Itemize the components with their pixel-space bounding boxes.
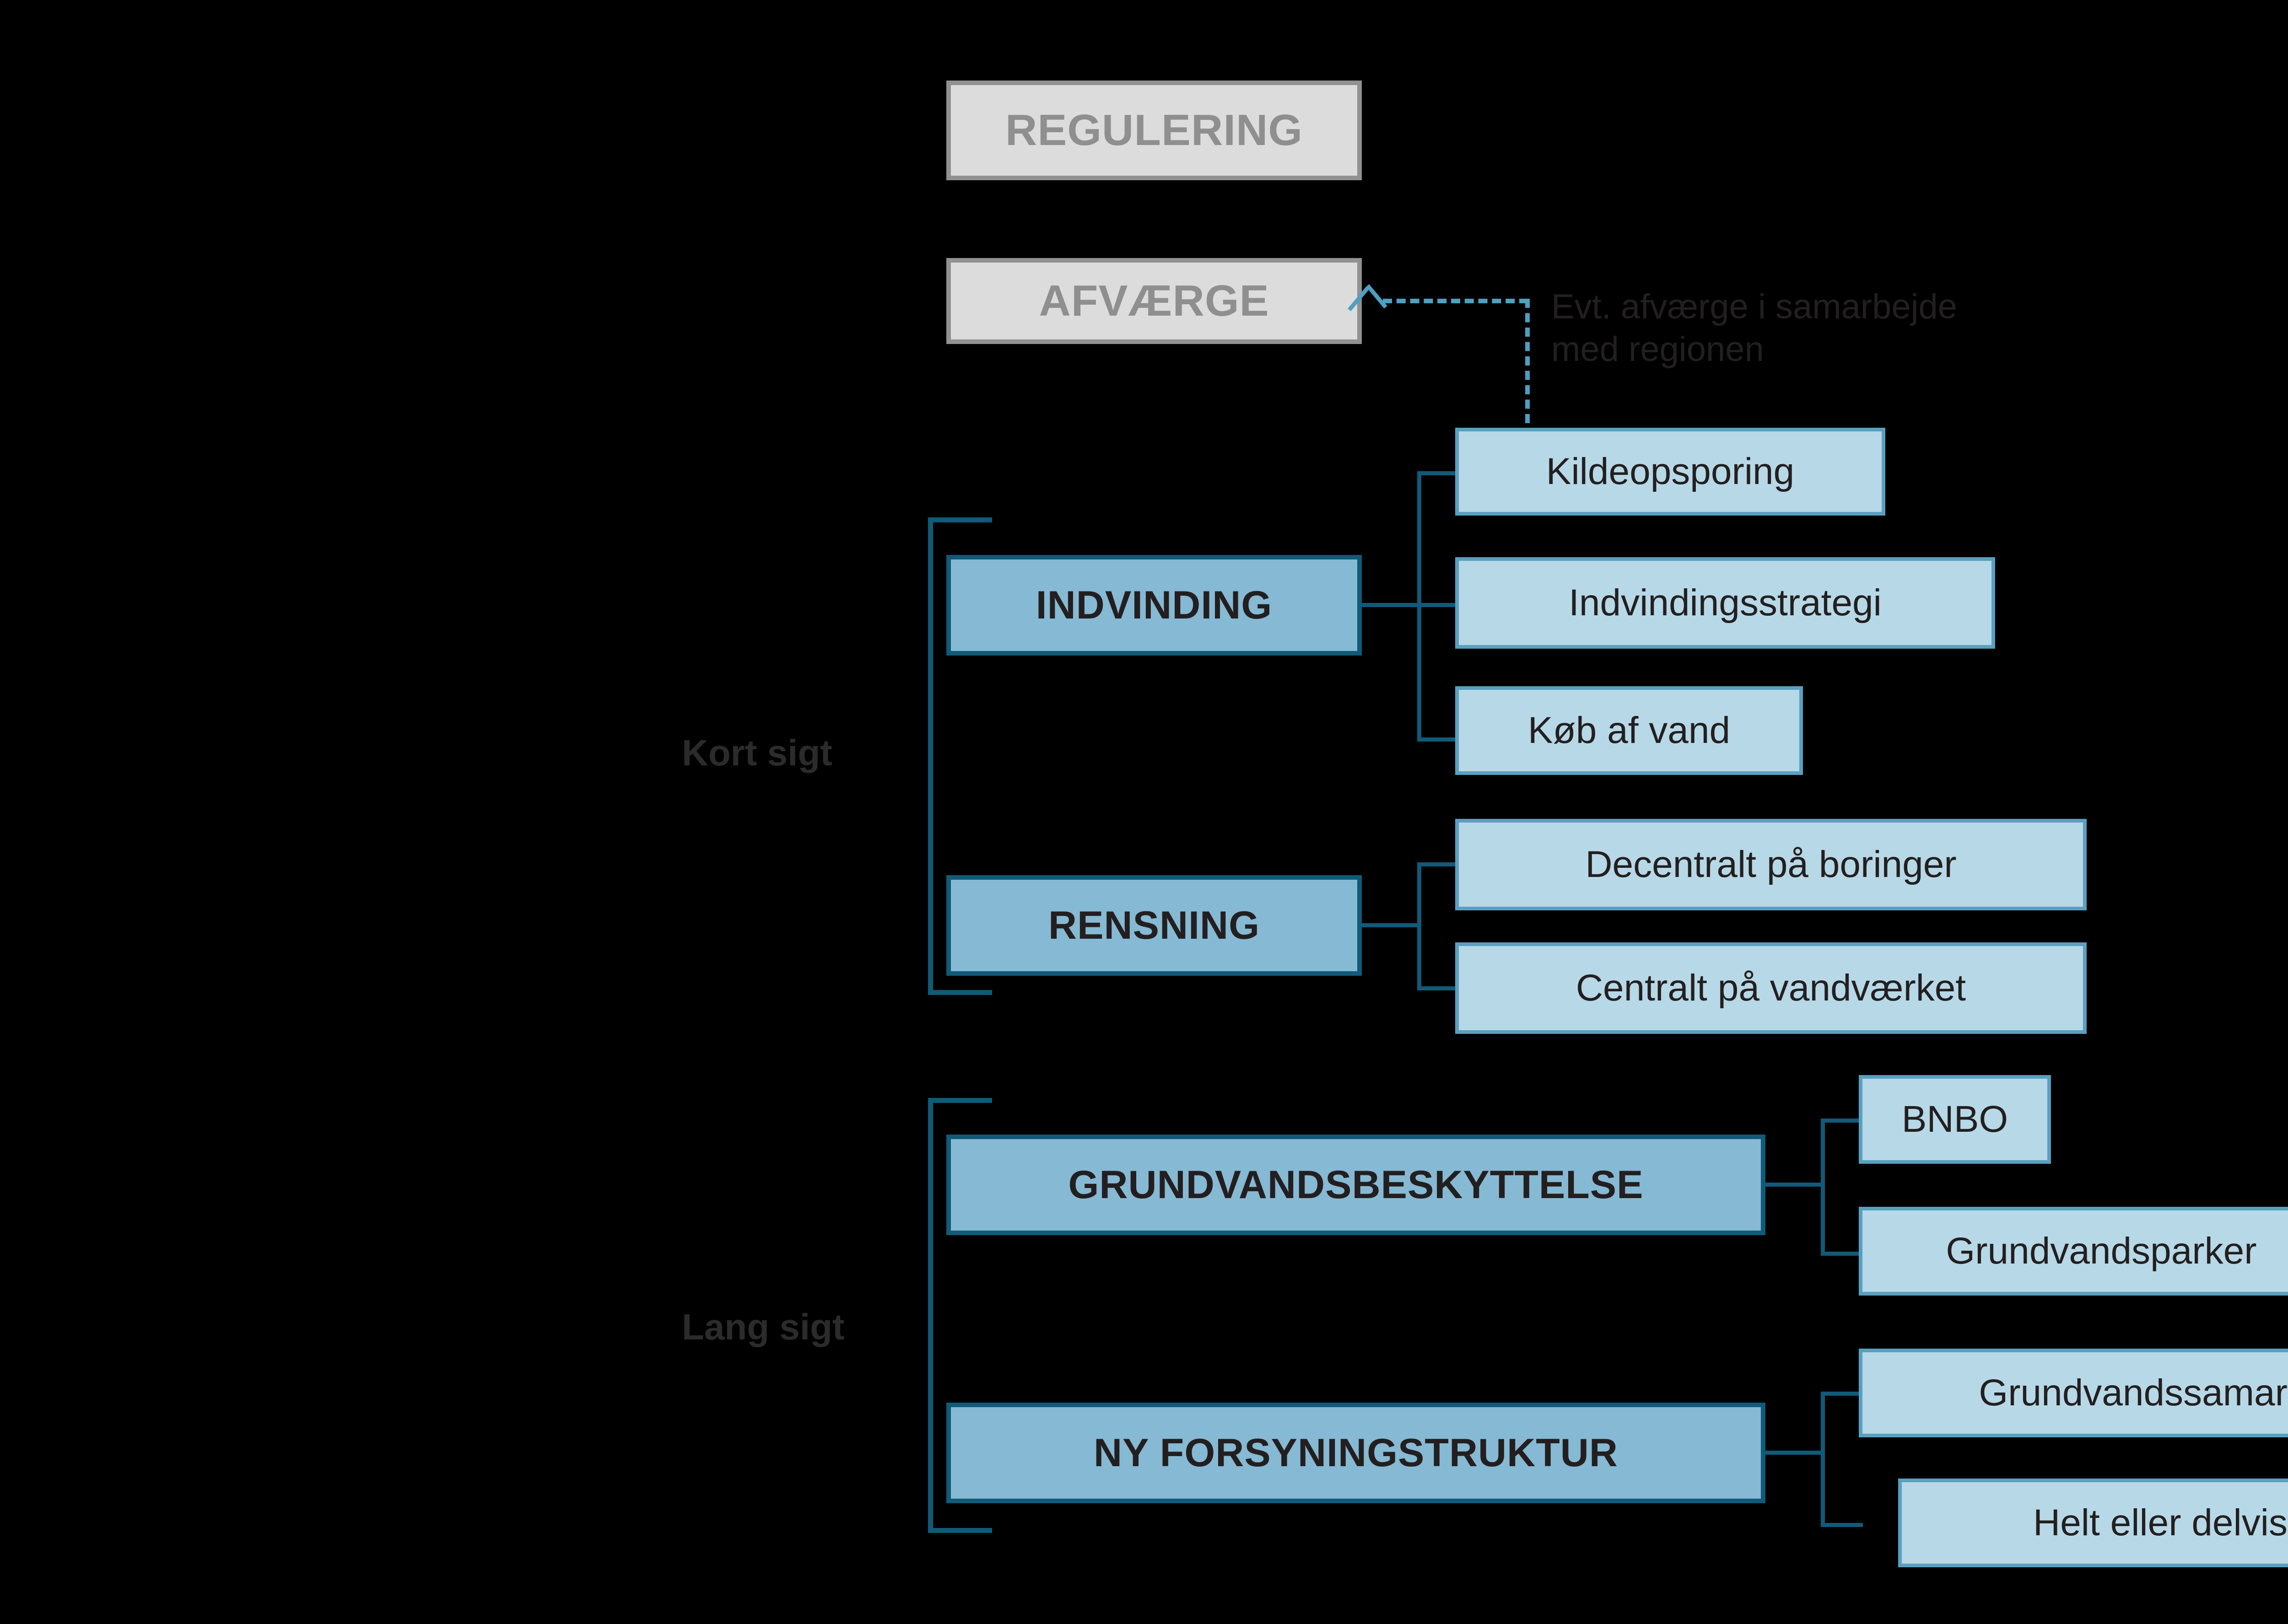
node-bnbo-label: BNBO: [1901, 1098, 2008, 1140]
node-afvaerge-label: AFVÆRGE: [1039, 276, 1269, 325]
connector-indvinding-stem: [1357, 603, 1421, 607]
connector-ny-forsyningstruktur-trunk: [1821, 1392, 1825, 1527]
node-grundvandsparker[interactable]: Grundvandsparker: [1859, 1207, 2288, 1296]
node-grundvandsbeskyttelse[interactable]: GRUNDVANDSBESKYTTELSE: [946, 1135, 1765, 1235]
connector-rensning-trunk: [1417, 862, 1421, 990]
connector-grundvandsbeskyttelse-stem: [1761, 1183, 1825, 1187]
node-centralt-pa-vandvaerket[interactable]: Centralt på vandværket: [1455, 942, 2087, 1034]
node-indvinding[interactable]: INDVINDING: [946, 555, 1362, 656]
connector-indvinding-to-kob-af-vand: [1417, 737, 1459, 742]
connector-indvinding-to-kildeopsporing: [1417, 471, 1459, 475]
connector-ny-forsyningstruktur-to-grundvandssamarbejde: [1821, 1392, 1863, 1396]
connector-indvinding-to-indvindingsstrategi: [1417, 603, 1459, 607]
node-rensning[interactable]: RENSNING: [946, 875, 1362, 976]
node-grundvandsparker-label: Grundvandsparker: [1946, 1230, 2257, 1272]
node-kob-af-vand-label: Køb af vand: [1527, 709, 1731, 751]
node-regulering[interactable]: REGULERING: [946, 81, 1362, 180]
node-decentralt-pa-boringer-label: Decentralt på boringer: [1585, 843, 1957, 885]
connector-rensning-to-centralt: [1417, 986, 1459, 990]
group-bracket-lang-sigt-top: [928, 1098, 992, 1103]
node-afvaerge[interactable]: AFVÆRGE: [946, 258, 1362, 344]
node-kob-af-vand[interactable]: Køb af vand: [1455, 686, 1803, 775]
connector-ny-forsyningstruktur-stem: [1761, 1451, 1825, 1455]
group-label-kort-sigt: Kort sigt: [682, 732, 832, 773]
node-indvindingsstrategi[interactable]: Indvindingsstrategi: [1455, 557, 1995, 649]
connector-grundvandsbeskyttelse-to-grundvandsparker: [1821, 1252, 1863, 1256]
node-indvinding-label: INDVINDING: [1036, 583, 1273, 627]
node-indvindingsstrategi-label: Indvindingsstrategi: [1569, 581, 1882, 624]
node-kildeopsporing-label: Kildeopsporing: [1546, 450, 1795, 492]
group-bracket-lang-sigt: [928, 1098, 933, 1533]
node-bnbo[interactable]: BNBO: [1859, 1075, 2051, 1164]
group-bracket-kort-sigt: [928, 517, 933, 995]
node-grundvandsbeskyttelse-label: GRUNDVANDSBESKYTTELSE: [1068, 1162, 1644, 1207]
node-helt-eller-delvist-kob-af-vand[interactable]: Helt eller delvist køb af vand: [1898, 1479, 2288, 1567]
group-bracket-kort-sigt-top: [928, 517, 992, 522]
dashed-link-afvaerge-horizontal: [1383, 299, 1528, 303]
node-regulering-label: REGULERING: [1005, 105, 1303, 155]
node-helt-eller-delvist-kob-af-vand-label: Helt eller delvist køb af vand: [2033, 1501, 2288, 1543]
connector-grundvandsbeskyttelse-trunk: [1821, 1119, 1825, 1256]
dashed-link-afvaerge-vertical: [1525, 299, 1530, 423]
node-decentralt-pa-boringer[interactable]: Decentralt på boringer: [1455, 819, 2087, 910]
node-grundvandssamarbejde-label: Grundvandssamarbejde: [1979, 1371, 2288, 1414]
connector-grundvandsbeskyttelse-to-bnbo: [1821, 1119, 1863, 1123]
connector-rensning-stem: [1357, 923, 1421, 927]
node-grundvandssamarbejde[interactable]: Grundvandssamarbejde: [1859, 1349, 2288, 1437]
node-centralt-pa-vandvaerket-label: Centralt på vandværket: [1576, 967, 1966, 1009]
connector-ny-forsyningstruktur-to-kob-af-vand: [1821, 1523, 1863, 1527]
annotation-afvaerge-text: Evt. afværge i samarbejde med regionen: [1551, 287, 1958, 369]
connector-rensning-to-decentralt: [1417, 862, 1459, 866]
node-ny-forsyningstruktur-label: NY FORSYNINGSTRUKTUR: [1093, 1430, 1619, 1475]
node-kildeopsporing[interactable]: Kildeopsporing: [1455, 428, 1885, 516]
node-ny-forsyningstruktur[interactable]: NY FORSYNINGSTRUKTUR: [946, 1403, 1765, 1503]
group-bracket-lang-sigt-bottom: [928, 1528, 992, 1533]
group-label-lang-sigt: Lang sigt: [682, 1307, 845, 1347]
node-rensning-label: RENSNING: [1048, 903, 1260, 947]
group-bracket-kort-sigt-bottom: [928, 990, 992, 995]
